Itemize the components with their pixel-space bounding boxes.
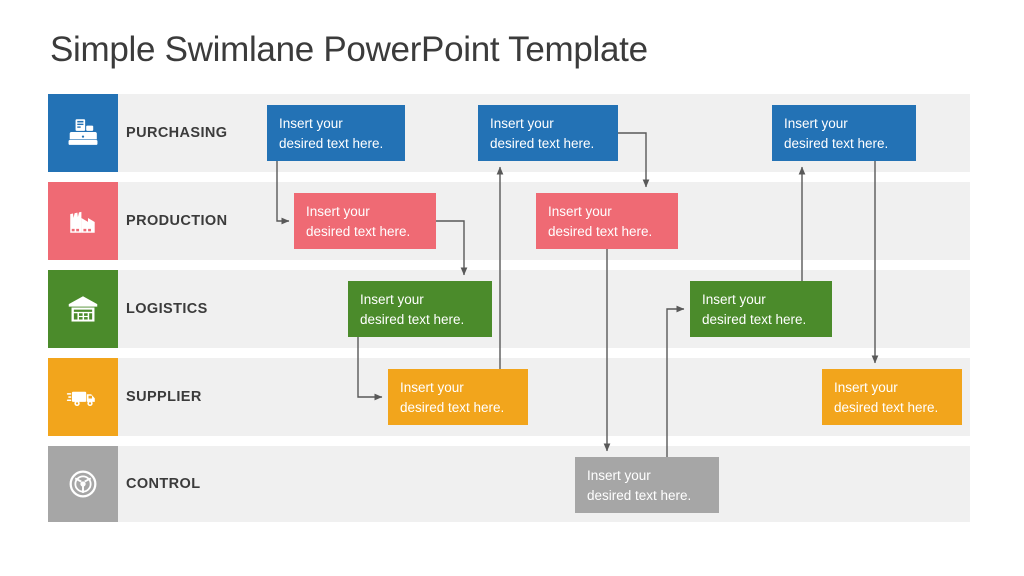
lane-label-supplier: SUPPLIER (126, 389, 202, 405)
task-box-line1: Insert your (587, 468, 651, 483)
task-box-line2: desired text here. (400, 399, 505, 415)
swimlane-production[interactable]: PRODUCTION (48, 182, 970, 260)
lane-label-control: CONTROL (126, 476, 201, 492)
lane-track-control (118, 446, 970, 522)
lane-label-production: PRODUCTION (126, 213, 228, 229)
task-box-line2: desired text here. (306, 223, 411, 239)
cash-register-icon (66, 116, 100, 150)
task-box-line2: desired text here. (548, 223, 653, 239)
task-box-line2: desired text here. (702, 311, 807, 327)
task-box-line1: Insert your (279, 116, 343, 131)
lane-icon-tile-purchasing[interactable] (48, 94, 118, 172)
lane-icon-tile-production[interactable] (48, 182, 118, 260)
task-box-production-2[interactable]: Insert your desired text here. (536, 193, 678, 249)
task-box-line1: Insert your (834, 380, 898, 395)
task-box-line1: Insert your (306, 204, 370, 219)
lane-track-logistics (118, 270, 970, 348)
task-box-line1: Insert your (490, 116, 554, 131)
task-box-line1: Insert your (784, 116, 848, 131)
task-box-line1: Insert your (360, 292, 424, 307)
task-box-line2: desired text here. (587, 487, 692, 503)
lane-icon-tile-logistics[interactable] (48, 270, 118, 348)
task-box-line2: desired text here. (279, 135, 384, 151)
task-box-line1: Insert your (702, 292, 766, 307)
task-box-logistics-1[interactable]: Insert your desired text here. (348, 281, 492, 337)
factory-icon (66, 204, 100, 238)
steering-wheel-icon (66, 467, 100, 501)
lane-label-purchasing: PURCHASING (126, 125, 228, 141)
task-box-line2: desired text here. (360, 311, 465, 327)
task-box-line2: desired text here. (834, 399, 939, 415)
lane-icon-tile-supplier[interactable] (48, 358, 118, 436)
truck-icon (66, 380, 100, 414)
task-box-line1: Insert your (548, 204, 612, 219)
task-box-purchasing-3[interactable]: Insert your desired text here. (772, 105, 916, 161)
task-box-control-1[interactable]: Insert your desired text here. (575, 457, 719, 513)
task-box-production-1[interactable]: Insert your desired text here. (294, 193, 436, 249)
task-box-logistics-2[interactable]: Insert your desired text here. (690, 281, 832, 337)
task-box-purchasing-1[interactable]: Insert your desired text here. (267, 105, 405, 161)
swimlane-control[interactable]: CONTROL (48, 446, 970, 522)
task-box-line2: desired text here. (784, 135, 889, 151)
task-box-line2: desired text here. (490, 135, 595, 151)
task-box-purchasing-2[interactable]: Insert your desired text here. (478, 105, 618, 161)
task-box-supplier-1[interactable]: Insert your desired text here. (388, 369, 528, 425)
lane-label-logistics: LOGISTICS (126, 301, 208, 317)
warehouse-icon (66, 292, 100, 326)
task-box-supplier-2[interactable]: Insert your desired text here. (822, 369, 962, 425)
lane-icon-tile-control[interactable] (48, 446, 118, 522)
task-box-line1: Insert your (400, 380, 464, 395)
page-title: Simple Swimlane PowerPoint Template (50, 30, 648, 69)
